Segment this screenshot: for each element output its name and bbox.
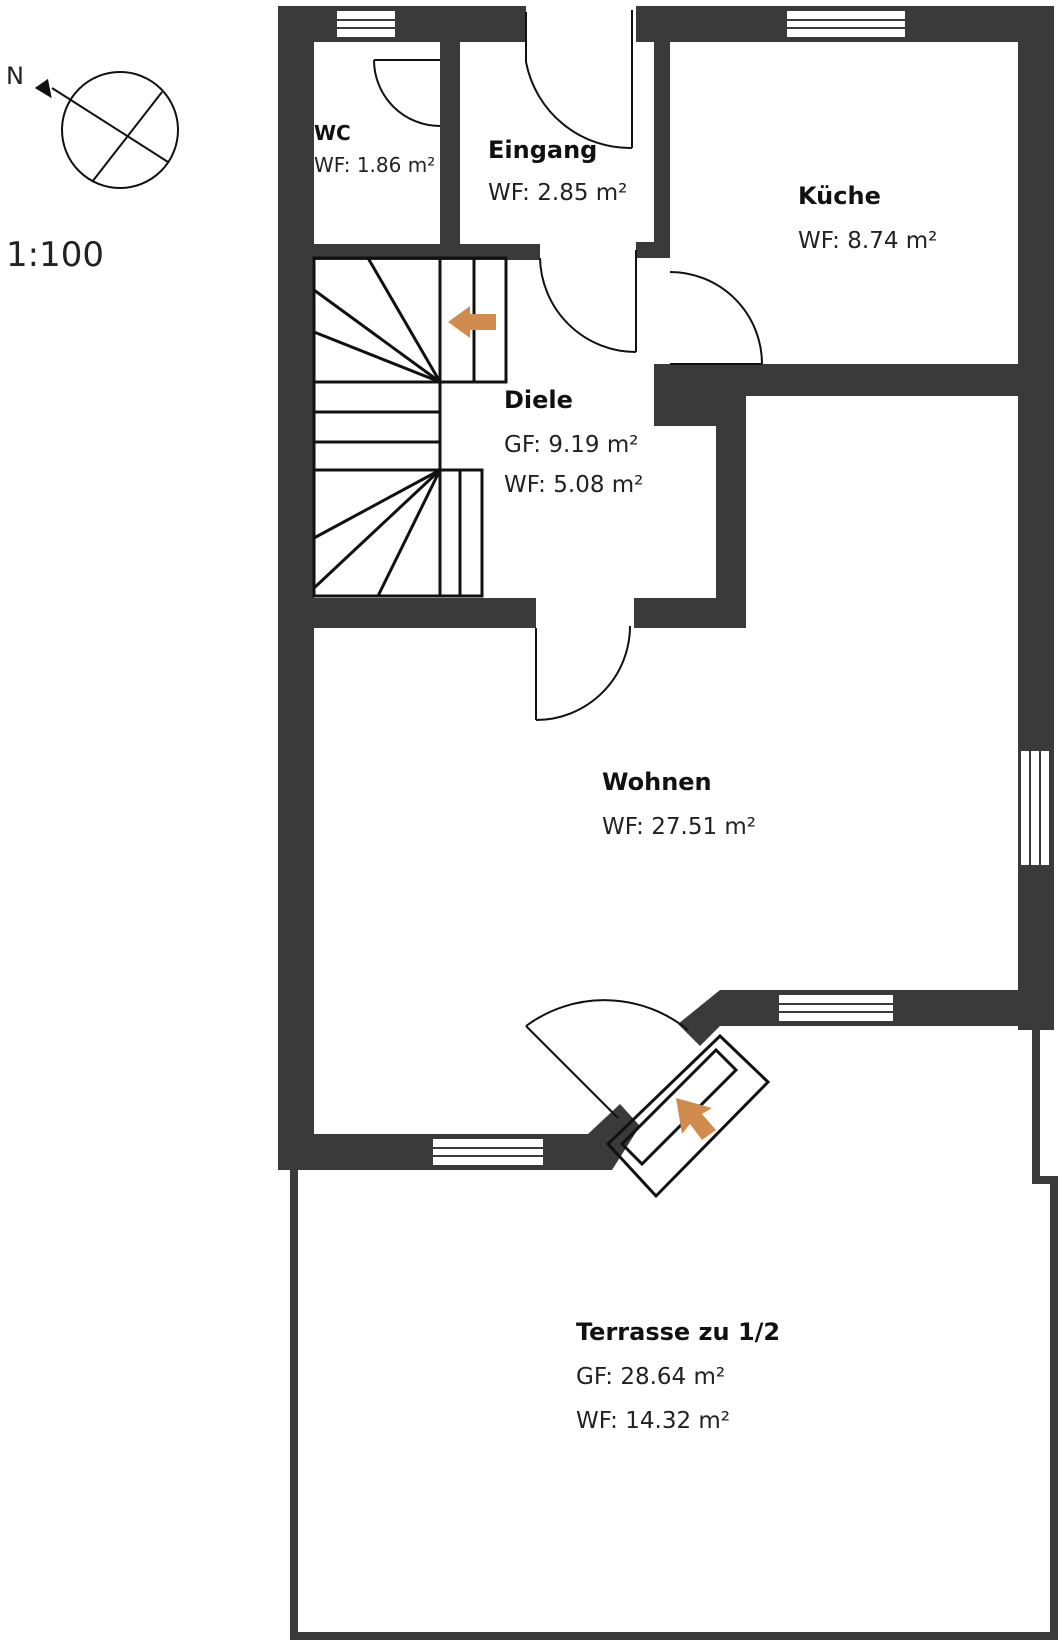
window-wohnen-right [1019,749,1051,867]
room-terrasse-wf: WF: 14.32 m² [576,1408,730,1434]
room-eingang-wf: WF: 2.85 m² [488,180,627,206]
window-wohnen-bottom-right [777,993,895,1023]
walls [278,6,1054,1170]
compass-icon [34,71,179,189]
entry-step [605,1033,771,1199]
room-wohnen-wf: WF: 27.51 m² [602,814,756,840]
arrow-up-right-icon [676,1098,716,1140]
room-diele-wf: WF: 5.08 m² [504,472,643,498]
door-entrance [525,10,633,150]
terrace-outline [290,1024,1058,1640]
doors [373,10,763,1119]
window-wc [335,9,397,39]
scale-label: 1:100 [6,235,104,275]
arrow-left-icon [448,306,496,338]
window-kueche [785,9,907,39]
room-diele-name: Diele [504,386,573,414]
window-wohnen-bottom-left [431,1137,545,1167]
room-wc-wf: WF: 1.86 m² [314,153,435,177]
room-terrasse-name: Terrasse zu 1/2 [576,1318,780,1346]
door-kueche [669,271,763,365]
door-terrace [525,999,689,1119]
room-terrasse-gf: GF: 28.64 m² [576,1364,725,1390]
windows [335,9,1051,1167]
door-wc [373,59,441,127]
room-eingang-name: Eingang [488,136,597,164]
room-wc-name: WC [314,121,351,145]
north-label: N [6,62,24,90]
room-kueche-name: Küche [798,182,881,210]
door-diele-from-eingang [539,250,637,353]
door-wohnen [535,625,631,721]
room-kueche-wf: WF: 8.74 m² [798,228,937,254]
room-diele-gf: GF: 9.19 m² [504,432,638,458]
room-wohnen-name: Wohnen [602,768,712,796]
staircase [312,256,508,598]
